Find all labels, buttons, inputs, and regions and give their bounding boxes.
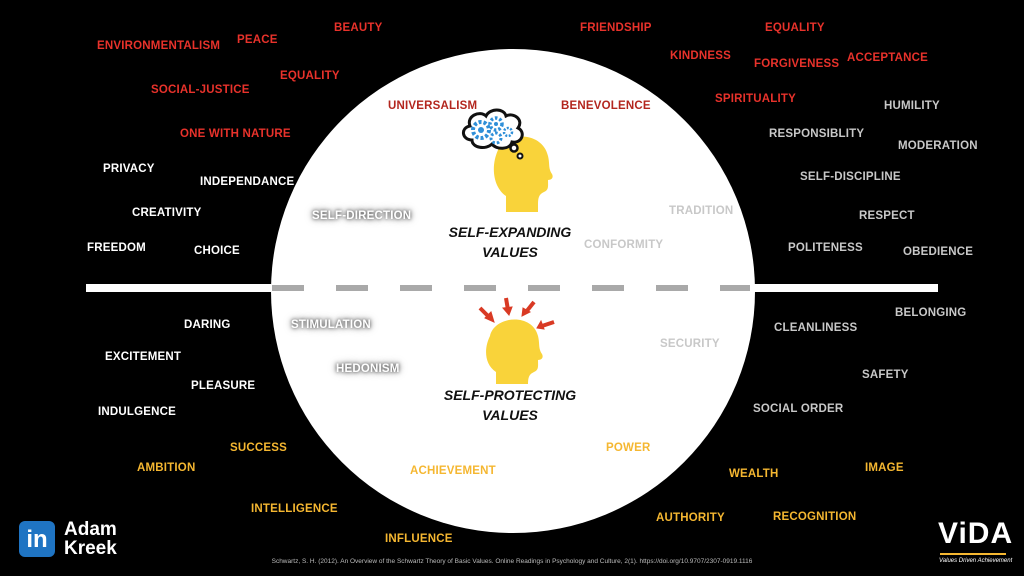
word-wealth: WEALTH (729, 468, 779, 480)
word-respect: RESPECT (859, 210, 915, 222)
word-moderation: MODERATION (898, 140, 978, 152)
word-conformity: CONFORMITY (584, 239, 664, 251)
word-indulgence: INDULGENCE (98, 406, 177, 418)
vida-logo: ViDA (938, 517, 1014, 550)
word-achievement: ACHIEVEMENT (410, 465, 496, 477)
divider-dash (720, 285, 750, 291)
word-image: IMAGE (865, 462, 904, 474)
word-ambition: AMBITION (137, 462, 196, 474)
word-forgiveness: FORGIVENESS (754, 58, 840, 70)
word-tradition: TRADITION (669, 205, 734, 217)
thinking-head-icon (462, 108, 553, 212)
vida-logo-underline (940, 553, 1006, 555)
word-creativity: CREATIVITY (132, 207, 202, 219)
divider-dash (272, 285, 304, 291)
divider-dash (592, 285, 624, 291)
word-recognition: RECOGNITION (773, 511, 857, 523)
word-responsibility: RESPONSIBLITY (769, 128, 865, 140)
word-choice: CHOICE (194, 245, 240, 257)
word-privacy: PRIVACY (103, 163, 155, 175)
author-last-name: Kreek (64, 538, 117, 559)
word-equality-left: EQUALITY (280, 70, 340, 82)
word-peace: PEACE (237, 34, 278, 46)
self-protecting-line2: VALUES (482, 407, 538, 423)
citation: Schwartz, S. H. (2012). An Overview of t… (271, 558, 753, 565)
word-safety: SAFETY (862, 369, 909, 381)
word-humility: HUMILITY (884, 100, 940, 112)
word-power: POWER (606, 442, 651, 454)
word-freedom: FREEDOM (87, 242, 146, 254)
divider-dash (528, 285, 560, 291)
word-kindness: KINDNESS (670, 50, 732, 62)
word-beauty: BEAUTY (334, 22, 383, 34)
word-daring: DARING (184, 319, 231, 331)
author-first-name: Adam (64, 519, 117, 540)
word-stimulation: STIMULATION (291, 319, 371, 331)
word-acceptance: ACCEPTANCE (847, 52, 929, 64)
word-belonging: BELONGING (895, 307, 967, 319)
linkedin-icon[interactable]: in (19, 521, 55, 557)
self-protecting-values-label: SELF-PROTECTING VALUES (440, 385, 580, 425)
word-independance: INDEPENDANCE (200, 176, 295, 188)
divider-dash (464, 285, 496, 291)
word-social-justice: SOCIAL-JUSTICE (151, 84, 250, 96)
word-authority: AUTHORITY (656, 512, 725, 524)
author-name: Adam Kreek (64, 520, 117, 558)
word-cleanliness: CLEANLINESS (774, 322, 858, 334)
word-self-direction: SELF-DIRECTION (312, 210, 412, 222)
word-excitement: EXCITEMENT (105, 351, 182, 363)
word-hedonism: HEDONISM (336, 363, 400, 375)
word-pleasure: PLEASURE (191, 380, 256, 392)
word-security: SECURITY (660, 338, 720, 350)
divider-dash (336, 285, 368, 291)
divider-dash (400, 285, 432, 291)
word-equality-right: EQUALITY (765, 22, 825, 34)
self-expanding-values-label: SELF-EXPANDING VALUES (440, 222, 580, 262)
divider-left (86, 284, 276, 292)
vida-tagline: Values Driven Achievement (939, 558, 1013, 564)
word-universalism: UNIVERSALISM (388, 100, 478, 112)
word-social-order: SOCIAL ORDER (753, 403, 844, 415)
word-environmentalism: ENVIRONMENTALISM (97, 40, 221, 52)
word-spirituality: SPIRITUALITY (715, 93, 796, 105)
word-intelligence: INTELLIGENCE (251, 503, 338, 515)
pressured-head-icon (478, 297, 555, 384)
word-self-discipline: SELF-DISCIPLINE (800, 171, 901, 183)
word-benevolence: BENEVOLENCE (561, 100, 651, 112)
word-obedience: OBEDIENCE (903, 246, 974, 258)
word-success: SUCCESS (230, 442, 287, 454)
self-protecting-line1: SELF-PROTECTING (443, 387, 577, 403)
word-influence: INFLUENCE (385, 533, 453, 545)
self-expanding-line1: SELF-EXPANDING (448, 224, 572, 240)
word-one-with-nature: ONE WITH NATURE (180, 128, 291, 140)
word-politeness: POLITENESS (788, 242, 863, 254)
divider-dash (656, 285, 688, 291)
divider-right (750, 284, 938, 292)
word-friendship: FRIENDSHIP (580, 22, 652, 34)
self-expanding-line2: VALUES (482, 244, 538, 260)
